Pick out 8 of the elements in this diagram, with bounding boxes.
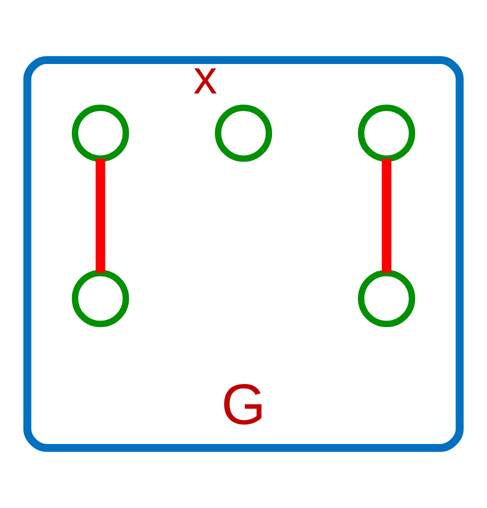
node-circle — [358, 104, 416, 162]
node-circle — [72, 270, 130, 328]
connector — [382, 158, 392, 273]
node-circle — [72, 104, 130, 162]
connector — [96, 158, 106, 273]
node-circle — [358, 270, 416, 328]
node-label: x — [193, 51, 218, 104]
node-circle — [214, 104, 272, 162]
